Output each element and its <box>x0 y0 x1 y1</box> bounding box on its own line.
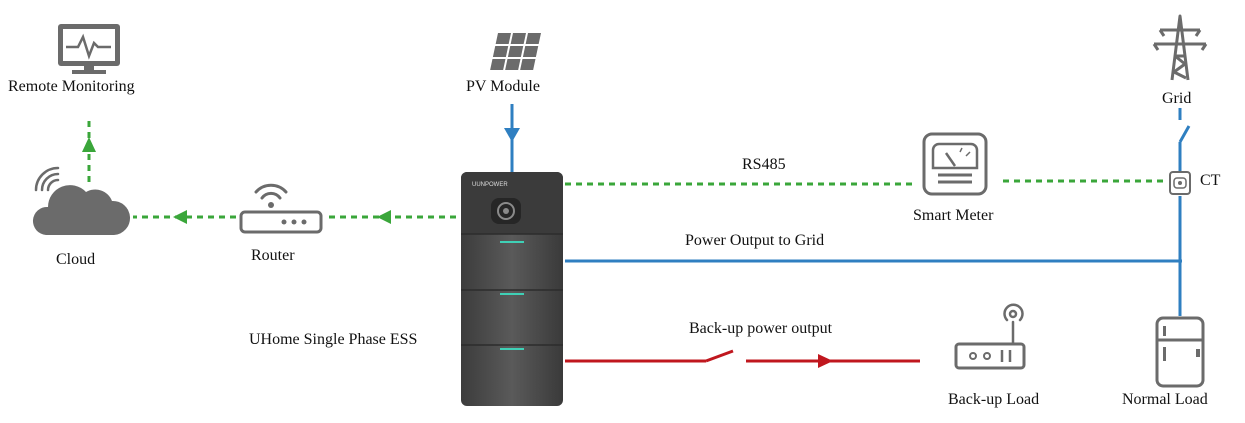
router-label: Router <box>251 247 295 264</box>
pv-module-label: PV Module <box>466 78 540 95</box>
normal-load-label: Normal Load <box>1122 391 1208 408</box>
grid-label: Grid <box>1162 90 1192 107</box>
ct-clamp-icon <box>1169 171 1191 195</box>
communication-arrows <box>82 137 391 224</box>
remote-monitoring-label: Remote Monitoring <box>8 78 135 95</box>
ess-brand-text: UUNPOWER <box>472 182 508 188</box>
power-lines <box>510 104 1191 316</box>
ess-cabinet-icon: UUNPOWER <box>461 172 563 406</box>
ess-label: UHome Single Phase ESS <box>249 331 418 348</box>
smart-meter-label: Smart Meter <box>913 207 994 224</box>
solar-panel-icon <box>490 33 541 70</box>
rs485-label: RS485 <box>742 156 786 173</box>
arrow-to-cloud <box>173 210 187 224</box>
cloud-signal-icon <box>34 166 60 192</box>
backup-arrow <box>818 354 833 368</box>
monitor-icon <box>58 24 120 74</box>
cloud-label: Cloud <box>56 251 96 268</box>
arrow-to-monitoring <box>82 137 96 152</box>
refrigerator-icon <box>1155 316 1205 388</box>
backup-load-label: Back-up Load <box>948 391 1040 408</box>
backup-switch-blade <box>705 349 734 363</box>
backup-power-output-label: Back-up power output <box>689 320 833 337</box>
smart-meter-icon <box>922 132 988 196</box>
backup-load-router-icon <box>954 303 1026 370</box>
transmission-tower-icon <box>1152 14 1208 81</box>
backup-lines <box>565 349 920 363</box>
arrow-to-router <box>377 210 391 224</box>
grid-switch-blade <box>1178 125 1191 143</box>
cloud-icon <box>32 166 131 235</box>
wifi-router-icon <box>239 183 323 234</box>
ct-label: CT <box>1200 172 1221 189</box>
power-output-to-grid-label: Power Output to Grid <box>685 232 825 249</box>
communication-lines <box>87 116 1168 219</box>
pv-arrow <box>504 128 520 142</box>
